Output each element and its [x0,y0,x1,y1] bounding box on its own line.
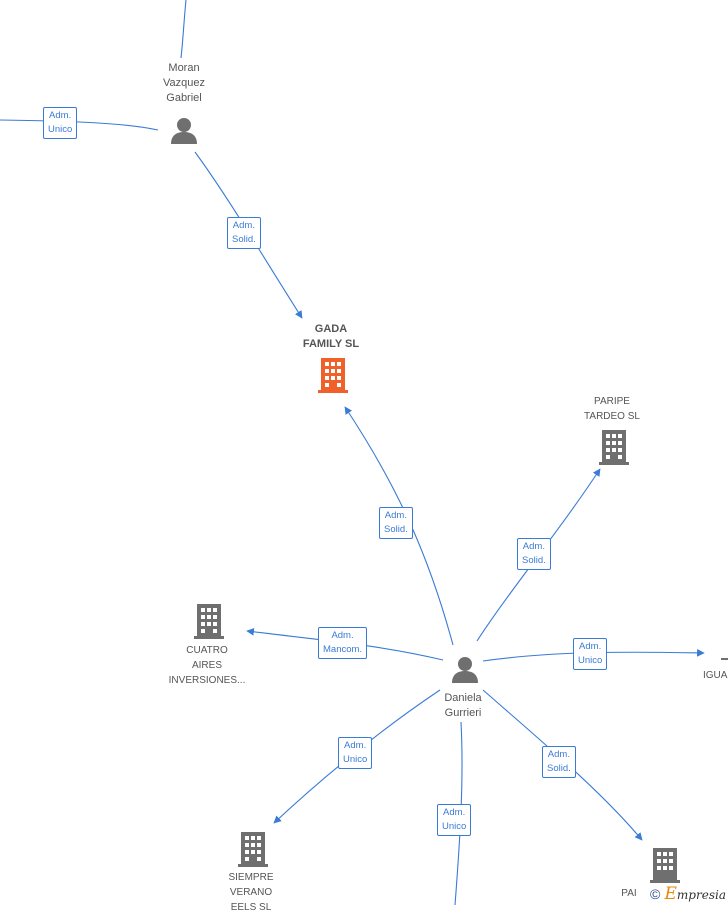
copyright-symbol: © [650,886,661,902]
person-icon[interactable] [452,657,478,683]
building-icon[interactable] [318,358,348,393]
edge-label-adm-unico[interactable]: Adm. Unico [338,737,373,769]
person-icon[interactable] [171,118,197,144]
brand-initial: E [664,884,677,904]
node-siempre-name[interactable]: SIEMPRE VERANO EELS SL [228,872,274,913]
building-icon[interactable] [194,604,224,639]
building-icon[interactable] [721,658,728,660]
edge-label-adm-unico[interactable]: Adm. Unico [437,804,472,836]
edge-label-line1: Adm. [331,630,354,641]
building-icon[interactable] [599,430,629,465]
node-daniela-name[interactable]: Daniela Gurrieri [444,692,482,719]
edge-moran-left [0,119,159,131]
edge-label-line2: Solid. [384,524,408,535]
edge-label-line2: Mancom. [323,644,363,655]
edge-label-line2: Unico [343,754,368,765]
edge-label-line1: Adm. [384,510,407,521]
edge-label-adm-solid[interactable]: Adm. Solid. [517,538,551,570]
edge-label-line1: Adm. [579,641,602,652]
node-gada-name[interactable]: GADA FAMILY SL [302,323,360,350]
edge-label-line2: Solid. [547,763,571,774]
edge-label-line2: Unico [48,124,73,135]
node-cuatro-name[interactable]: CUATRO AIRES INVERSIONES... [168,645,246,686]
edge-label-line2: Unico [578,655,603,666]
edge-label-line1: Adm. [443,807,466,818]
edge-label-adm-mancom[interactable]: Adm. Mancom. [318,627,368,659]
edge-label-line1: Adm. [344,740,367,751]
empresia-watermark: © Empresia [650,884,726,904]
edge-label-line1: Adm. [49,110,72,121]
edge-label-adm-solid[interactable]: Adm. Solid. [542,746,576,778]
edge-label-line1: Adm. [522,541,545,552]
edge-label-adm-solid[interactable]: Adm. Solid. [227,217,261,249]
edge-label-line2: Solid. [232,234,256,245]
node-igua-name[interactable]: IGUA [703,670,728,681]
building-icon[interactable] [238,832,268,867]
node-paripe-name[interactable]: PARIPE TARDEO SL [584,396,640,422]
edge-label-line1: Adm. [547,749,570,760]
edge-label-line2: Unico [442,821,467,832]
node-moran-name[interactable]: Moran Vazquez Gabriel [163,62,205,104]
edge-label-adm-solid[interactable]: Adm. Solid. [379,507,413,539]
edge-label-adm-unico[interactable]: Adm. Unico [573,638,608,670]
edge-label-line2: Solid. [522,555,546,566]
building-icon[interactable] [650,848,680,883]
edge-label-adm-unico[interactable]: Adm. Unico [43,107,78,139]
edge-moran-top [180,0,187,59]
brand-name: mpresia [676,888,726,902]
edge-label-line1: Adm. [232,220,255,231]
node-pai-name[interactable]: PAI [621,888,637,899]
